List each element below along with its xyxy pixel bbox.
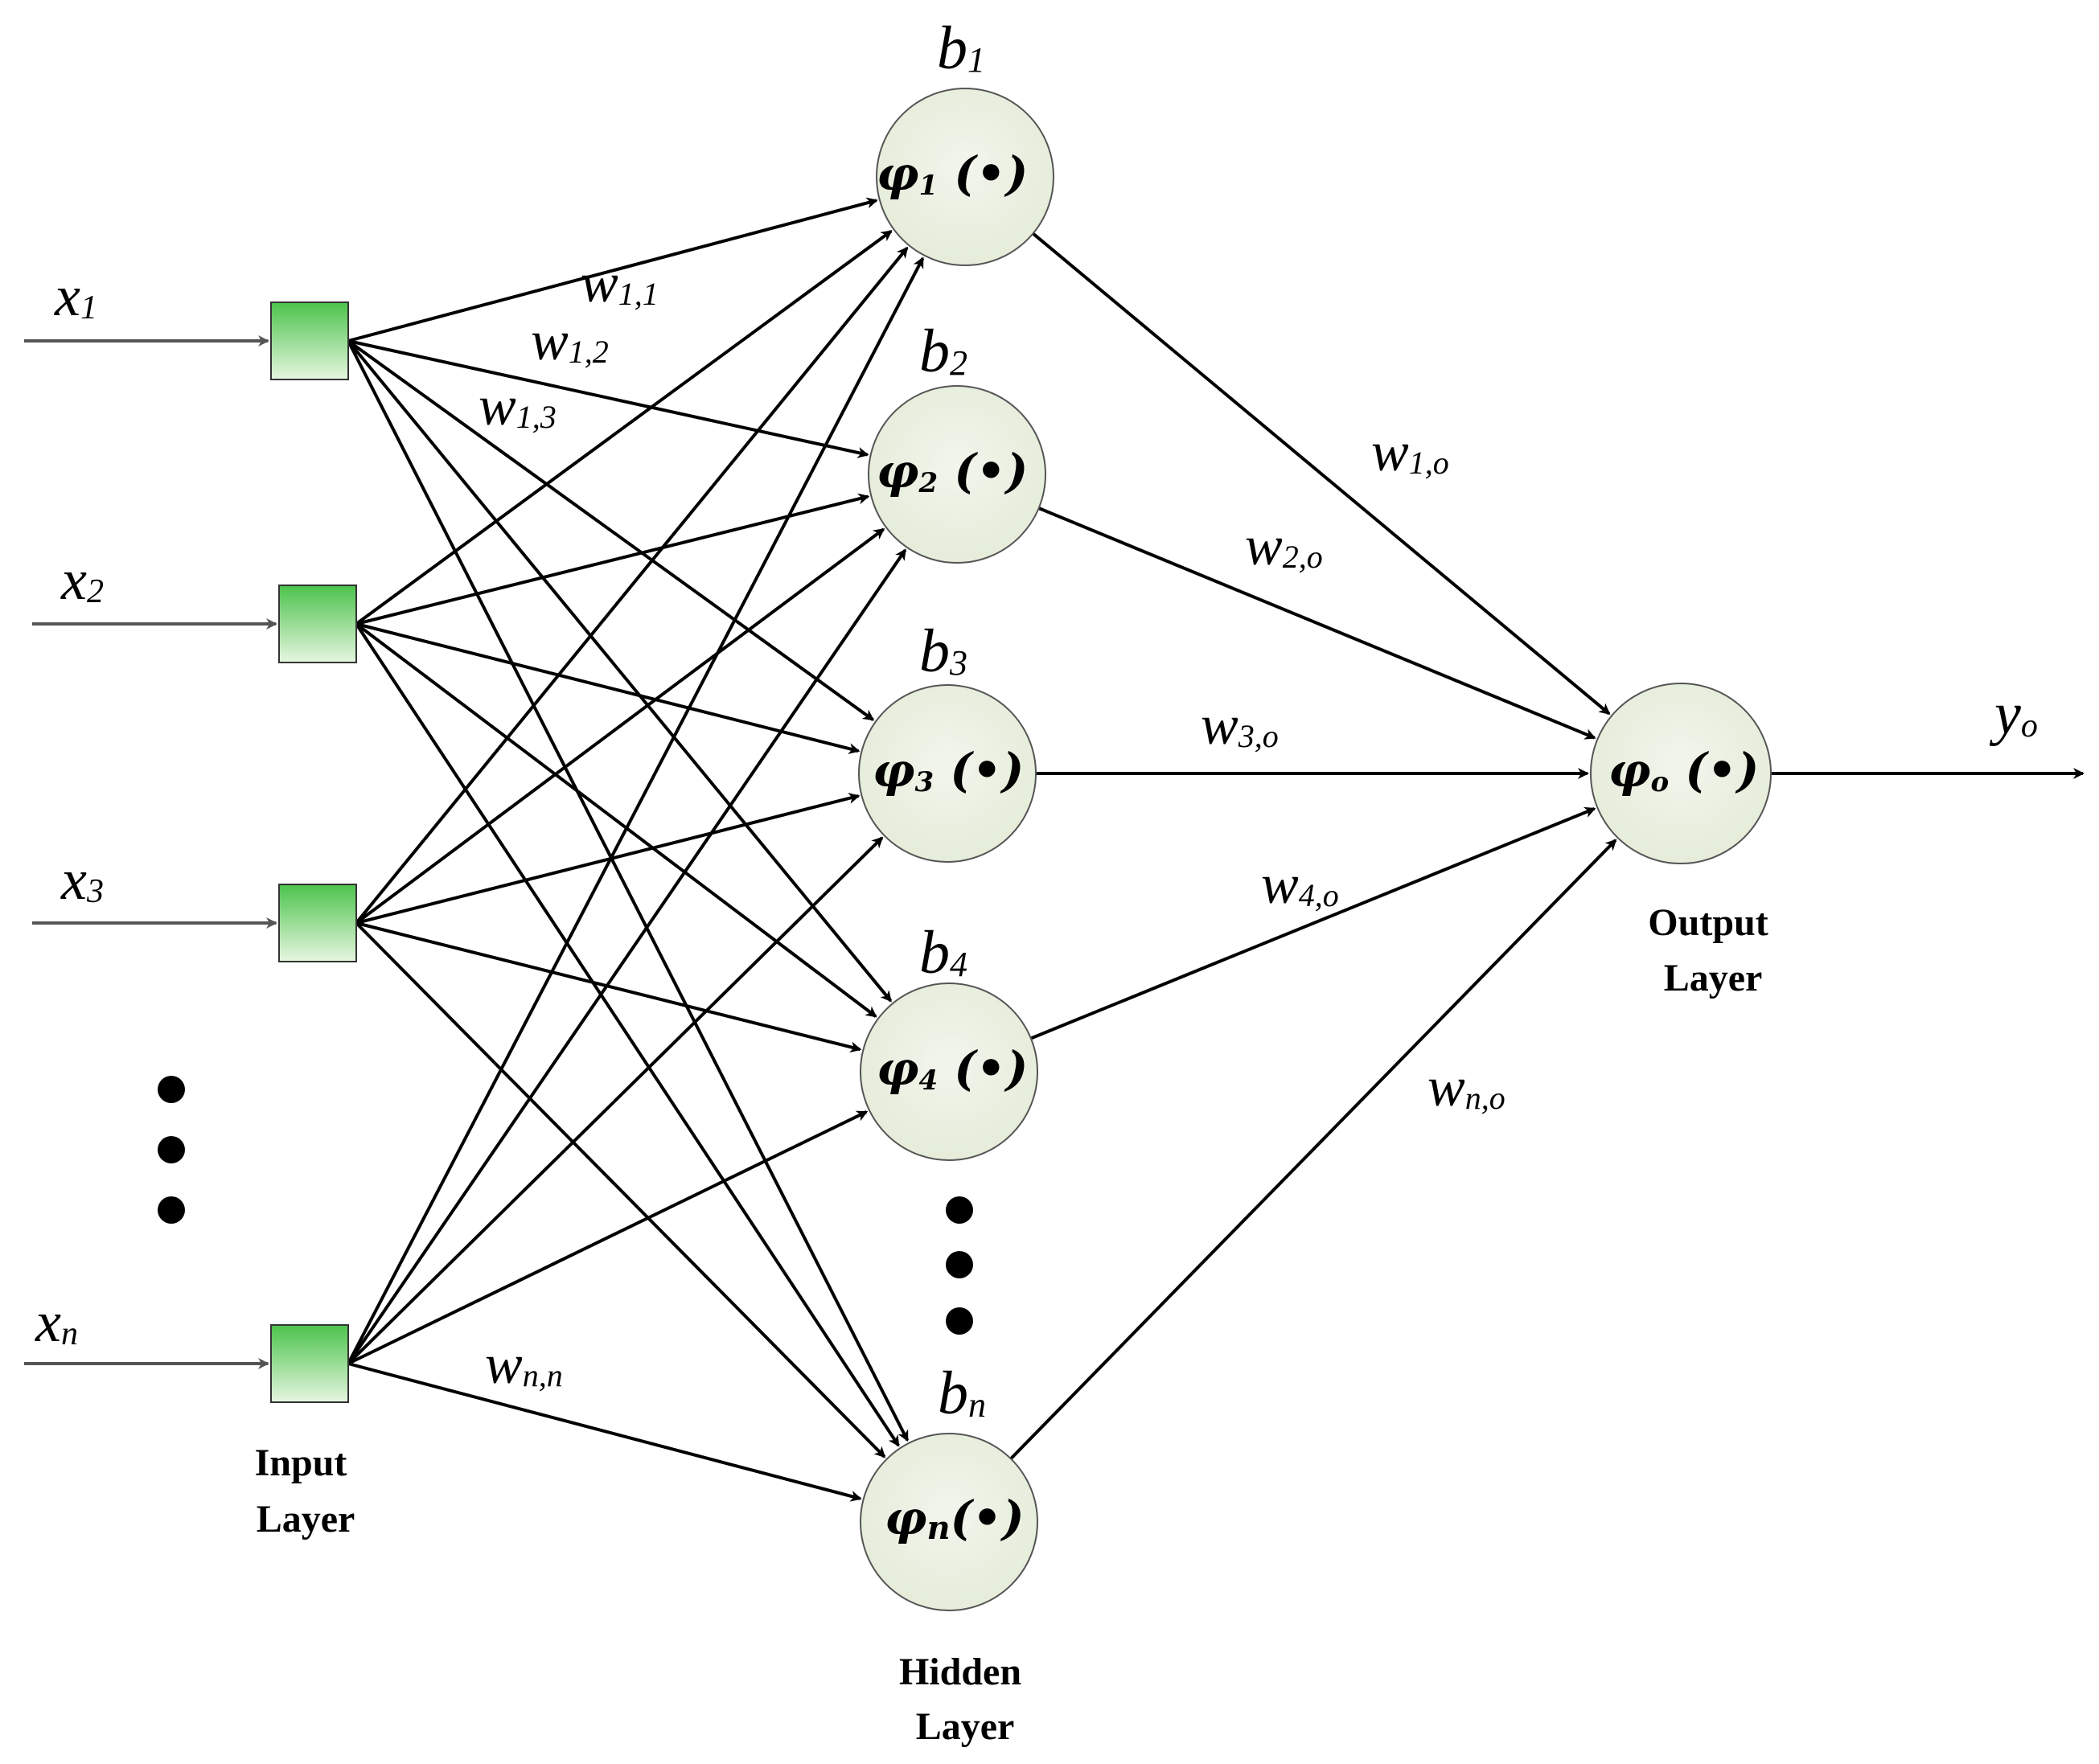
hidden-node-label-2: φ2 (•) — [877, 444, 1028, 499]
edge-input-n-to-hidden-2 — [347, 548, 907, 1365]
bias-label-3: b3 — [919, 617, 967, 685]
hidden-node-1 — [876, 88, 1054, 266]
edge-hidden-4-to-output — [1030, 806, 1596, 1040]
hidden-node-3 — [858, 684, 1037, 863]
edge-input-n-to-hidden-4 — [347, 1110, 869, 1365]
bias-label-1: b1 — [937, 14, 985, 82]
hidden-nodes — [858, 88, 1054, 1611]
weight-label-1-3: w1,3 — [479, 375, 557, 437]
input-ellipsis-dot-3 — [158, 1196, 185, 1224]
input-node-n — [270, 1324, 349, 1403]
edge-input-2-to-hidden-4 — [355, 622, 877, 1018]
edge-input-3-to-hidden-n — [355, 921, 886, 1458]
edge-input-1-to-hidden-1 — [347, 197, 878, 343]
edge-input-2-to-hidden-n — [355, 622, 900, 1447]
ellipsis-dots — [158, 1076, 973, 1335]
input-label-2: x2 — [60, 548, 104, 612]
hidden-layer-label: Hidden Layer — [899, 1651, 1031, 1748]
edge-input-1-to-hidden-4 — [347, 339, 893, 1003]
hidden-node-4 — [860, 983, 1038, 1161]
edge-hidden-n-to-output — [1009, 839, 1617, 1460]
edge-hidden-1-to-output — [1032, 232, 1611, 716]
input-ellipsis-dot-2 — [158, 1136, 185, 1163]
bias-label-4: b4 — [919, 919, 967, 987]
hidden-node-label-n: φn(•) — [885, 1491, 1025, 1547]
output-node-label: φo (•) — [1608, 743, 1759, 798]
edge-hidden-2-to-output — [1037, 507, 1596, 740]
edge-input-1-to-hidden-2 — [347, 339, 869, 458]
input-label-1: x1 — [54, 264, 97, 328]
edge-input-2-to-hidden-3 — [355, 622, 861, 754]
hidden-node-2 — [868, 385, 1046, 564]
input-label-n: xn — [35, 1290, 78, 1354]
hidden-ellipsis-dot-1 — [946, 1196, 973, 1224]
edge-input-n-to-hidden-n — [347, 1362, 862, 1502]
input-node-2 — [278, 585, 357, 663]
bias-label-n: bn — [938, 1360, 986, 1427]
weight-label-1-1: w1,1 — [581, 252, 659, 314]
input-nodes — [270, 302, 357, 1403]
output-node — [1590, 683, 1772, 864]
weight-label-3-o: w3,o — [1201, 695, 1279, 757]
weight-label-n-o: wn,o — [1427, 1056, 1505, 1118]
edge-input-2-to-hidden-2 — [355, 493, 870, 626]
edge-input-2-to-hidden-1 — [355, 229, 893, 626]
input-layer-label: Input Layer — [255, 1442, 357, 1540]
hidden-node-label-3: φ3 (•) — [873, 743, 1024, 798]
hidden-node-label-1: φ1 (•) — [877, 146, 1028, 202]
hidden-node-n — [860, 1433, 1038, 1611]
edge-input-3-to-hidden-2 — [355, 527, 885, 925]
input-label-3: x3 — [60, 847, 104, 912]
input-ellipsis-dot-1 — [158, 1076, 185, 1103]
hidden-ellipsis-dot-2 — [946, 1251, 973, 1278]
hidden-ellipsis-dot-3 — [946, 1307, 973, 1335]
input-arrows — [24, 335, 277, 1369]
weight-label-2-o: w2,o — [1245, 515, 1323, 577]
edge-input-n-to-hidden-1 — [347, 256, 925, 1364]
output-node-group — [1590, 683, 1772, 864]
output-layer-label: Output Layer — [1648, 901, 1777, 999]
input-node-3 — [278, 884, 357, 962]
weight-label-4-o: w4,o — [1261, 854, 1339, 916]
output-var-label: yo — [1989, 681, 2038, 747]
weight-label-n-n: wn,n — [485, 1334, 563, 1396]
hidden-node-label-4: φ4 (•) — [877, 1041, 1028, 1097]
weight-label-1-o: w1,o — [1371, 421, 1449, 483]
bias-label-2: b2 — [919, 318, 967, 385]
input-node-1 — [270, 302, 349, 380]
edge-input-1-to-hidden-n — [347, 340, 910, 1442]
edge-input-3-to-hidden-3 — [355, 793, 861, 925]
weight-label-1-2: w1,2 — [531, 310, 609, 372]
edge-input-n-to-hidden-3 — [347, 836, 884, 1365]
edge-input-3-to-hidden-1 — [355, 246, 909, 925]
edge-input-1-to-hidden-3 — [347, 339, 875, 721]
connection-edges — [347, 197, 2085, 1502]
